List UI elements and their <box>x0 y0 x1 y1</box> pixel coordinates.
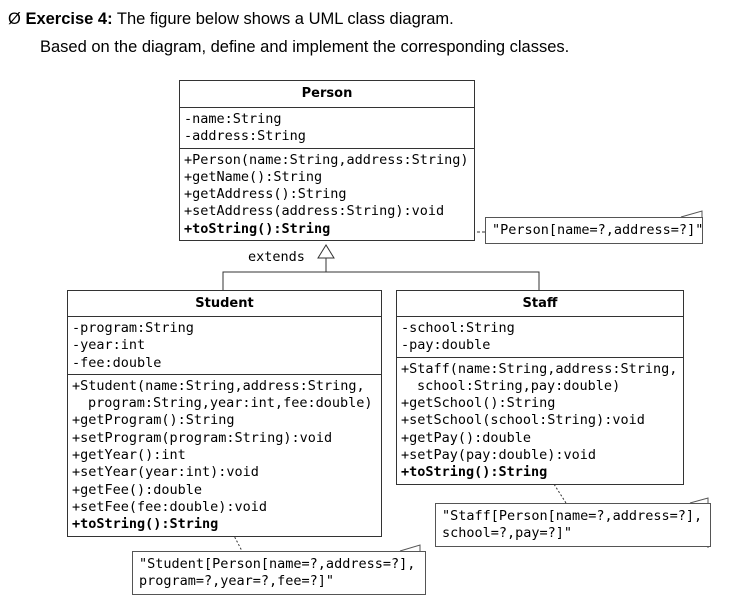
staff-note-line1: "Staff[Person[name=?,address=?], <box>442 508 703 524</box>
staff-attributes: -school:String -pay:double <box>397 317 683 358</box>
student-method-getfee: +getFee():double <box>72 481 203 498</box>
student-method-constructor: +Student(name:String,address:String, <box>72 377 365 394</box>
person-methods: +Person(name:String,address:String) +get… <box>180 149 474 240</box>
person-method-setaddress: +setAddress(address:String):void <box>184 203 445 220</box>
bullet-symbol: Ø <box>8 10 21 28</box>
student-attr-fee: -fee:double <box>72 354 162 371</box>
staff-method-setschool: +setSchool(school:String):void <box>401 412 645 429</box>
staff-method-constructor-cont: school:String,pay:double) <box>417 377 621 394</box>
student-note-line1: "Student[Person[name=?,address=?], <box>139 556 416 572</box>
student-tostring-note: "Student[Person[name=?,address=?], progr… <box>132 551 426 595</box>
person-tostring-note: "Person[name=?,address=?]" <box>485 217 703 244</box>
heading-line2: Based on the diagram, define and impleme… <box>40 38 570 56</box>
person-method-getaddress: +getAddress():String <box>184 186 347 203</box>
staff-class-box: Staff -school:String -pay:double +Staff(… <box>396 290 684 485</box>
staff-note-line2: school=?,pay=?]" <box>442 525 573 541</box>
student-class-box: Student -program:String -year:int -fee:d… <box>67 290 382 537</box>
staff-methods: +Staff(name:String,address:String, schoo… <box>397 358 683 484</box>
person-method-getname: +getName():String <box>184 168 323 185</box>
person-class-name: Person <box>180 81 474 108</box>
staff-attr-pay: -pay:double <box>401 337 491 354</box>
exercise-label: Exercise 4: <box>25 10 113 28</box>
student-method-setyear: +setYear(year:int):void <box>72 464 259 481</box>
exercise-heading: Ø Exercise 4: The figure below shows a U… <box>8 10 454 29</box>
person-attr-address: -address:String <box>184 128 306 145</box>
person-class-box: Person -name:String -address:String +Per… <box>179 80 475 242</box>
person-note-text: "Person[name=?,address=?]" <box>492 222 704 238</box>
staff-class-name: Staff <box>397 291 683 317</box>
student-class-name: Student <box>68 291 381 317</box>
extends-label: extends <box>248 249 305 265</box>
inheritance-arrowhead <box>317 244 335 259</box>
staff-method-tostring: +toString():String <box>401 464 548 481</box>
staff-attr-school: -school:String <box>401 320 515 336</box>
inheritance-line <box>222 271 540 290</box>
staff-method-getschool: +getSchool():String <box>401 395 556 412</box>
student-attributes: -program:String -year:int -fee:double <box>68 317 381 375</box>
student-note-line2: program=?,year=?,fee=?]" <box>139 573 335 589</box>
student-method-setprogram: +setProgram(program:String):void <box>72 429 333 446</box>
staff-method-setpay: +setPay(pay:double):void <box>401 447 597 464</box>
student-methods: +Student(name:String,address:String, pro… <box>68 375 381 536</box>
student-attr-year: -year:int <box>72 337 146 354</box>
student-method-constructor-cont: program:String,year:int,fee:double) <box>88 395 373 412</box>
person-attributes: -name:String -address:String <box>180 108 474 149</box>
student-attr-program: -program:String <box>72 320 194 336</box>
person-method-constructor: +Person(name:String,address:String) <box>184 151 469 168</box>
student-method-getyear: +getYear():int <box>72 447 186 464</box>
heading-line1-text: The figure below shows a UML class diagr… <box>112 10 454 28</box>
staff-method-constructor: +Staff(name:String,address:String, <box>401 360 678 377</box>
staff-method-getpay: +getPay():double <box>401 429 532 446</box>
student-method-tostring: +toString():String <box>72 516 219 533</box>
student-method-setfee: +setFee(fee:double):void <box>72 498 268 515</box>
student-method-getprogram: +getProgram():String <box>72 412 235 429</box>
staff-tostring-note: "Staff[Person[name=?,address=?], school=… <box>435 503 711 547</box>
person-method-tostring: +toString():String <box>184 220 331 237</box>
person-attr-name: -name:String <box>184 111 282 127</box>
